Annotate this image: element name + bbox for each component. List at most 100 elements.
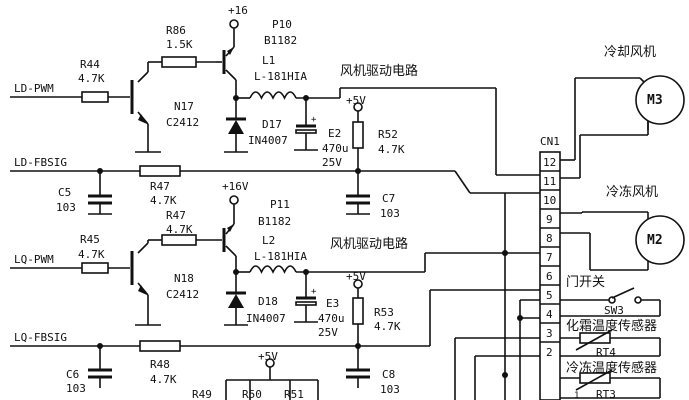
svg-text:CN1: CN1 [540, 135, 560, 148]
label-cooling-fan: 冷却风机 [604, 45, 656, 60]
wires [10, 28, 661, 400]
svg-text:+5V: +5V [346, 94, 366, 107]
transistor-p11: P11 B1182 [222, 198, 291, 252]
label-door-switch: 门开关 [566, 275, 605, 290]
connector-pin-7: 7 [546, 251, 553, 264]
svg-text:103: 103 [380, 207, 400, 220]
svg-text:N17: N17 [174, 100, 194, 113]
svg-text:D18: D18 [258, 295, 278, 308]
svg-text:4.7K: 4.7K [166, 223, 193, 236]
resistor-r47-top: R47 4.7K [139, 165, 181, 207]
svg-text:R48: R48 [150, 358, 170, 371]
svg-text:R53: R53 [374, 306, 394, 319]
capacitor-e2: + E2 470u 25V [295, 115, 349, 169]
svg-text:M3: M3 [647, 93, 663, 108]
svg-text:4.7K: 4.7K [150, 194, 177, 207]
svg-text:IN4007: IN4007 [246, 312, 286, 325]
connector-pin-4: 4 [546, 308, 553, 321]
connector-pin-6: 6 [546, 270, 553, 283]
svg-text:L1: L1 [262, 54, 275, 67]
svg-text:4.7K: 4.7K [374, 320, 401, 333]
transistor-p10: P10 B1182 [222, 18, 297, 74]
svg-text:4.7K: 4.7K [150, 373, 177, 386]
resistor-r44: R44 4.7K [78, 58, 109, 103]
transistor-n18: N18 C2412 [130, 251, 199, 301]
svg-text:M2: M2 [647, 233, 663, 248]
svg-text:+16: +16 [228, 4, 248, 17]
svg-text:D17: D17 [262, 118, 282, 131]
svg-text:+: + [311, 287, 317, 297]
resistor-r48: R48 4.7K [139, 340, 181, 386]
svg-text:C5: C5 [58, 186, 71, 199]
resistor-r86: R86 1.5K [161, 24, 197, 68]
capacitor-e3: + E3 470u 25V [295, 287, 345, 339]
diode-d17: D17 IN4007 [226, 117, 288, 147]
svg-text:E2: E2 [328, 127, 341, 140]
capacitor-c7: C7 103 [346, 192, 400, 220]
svg-text:25V: 25V [318, 326, 338, 339]
svg-text:+5V: +5V [258, 350, 278, 363]
thermistor-rt3: 冷冻温度传感器 RT3 [566, 360, 657, 400]
rail-plus5-top: +5V [346, 94, 366, 112]
svg-text:+: + [311, 115, 317, 125]
resistor-r49: R49 [192, 388, 212, 400]
svg-text:R45: R45 [80, 233, 100, 246]
connector-pin-12: 12 [543, 156, 556, 169]
resistor-r47-bottom: R47 4.7K [161, 209, 197, 246]
resistor-r52: R52 4.7K [352, 121, 405, 156]
svg-text:25V: 25V [322, 156, 342, 169]
connector-pin-2: 2 [546, 346, 553, 359]
svg-text:R52: R52 [378, 128, 398, 141]
svg-text:470u: 470u [322, 142, 349, 155]
junction-dots [97, 95, 523, 378]
svg-text:R49: R49 [192, 388, 212, 400]
transistor-n17: N17 C2412 [130, 80, 199, 129]
rail-plus5-bottom: +5V [258, 350, 278, 368]
svg-text:C2412: C2412 [166, 288, 199, 301]
svg-text:SW3: SW3 [604, 304, 624, 317]
signal-ld-pwm: LD-PWM [14, 82, 54, 95]
svg-text:R47: R47 [150, 180, 170, 193]
svg-text:1.5K: 1.5K [166, 38, 193, 51]
connector-pin-9: 9 [546, 213, 553, 226]
svg-text:P10: P10 [272, 18, 292, 31]
svg-text:N18: N18 [174, 272, 194, 285]
svg-text:R47: R47 [166, 209, 186, 222]
svg-text:L2: L2 [262, 234, 275, 247]
capacitor-c8: C8 103 [346, 368, 400, 396]
svg-text:B1182: B1182 [258, 215, 291, 228]
rail-plus16-bottom: +16V [222, 180, 249, 205]
label-freezer-fan: 冷冻风机 [606, 184, 658, 200]
svg-text:IN4007: IN4007 [248, 134, 288, 147]
thermistor-rt4: 化霜温度传感器 RT4 [566, 318, 657, 359]
inductor-l1: L1 L-181HIA [249, 54, 307, 100]
pin-note: 1 [574, 391, 579, 400]
connector-pin-8: 8 [546, 232, 553, 245]
svg-text:C2412: C2412 [166, 116, 199, 129]
svg-text:R50: R50 [242, 388, 262, 400]
svg-text:E3: E3 [326, 297, 339, 310]
svg-text:R44: R44 [80, 58, 100, 71]
svg-text:B1182: B1182 [264, 34, 297, 47]
label-fan-drive-1: 风机驱动电路 [340, 63, 418, 79]
resistor-r51: R51 [284, 388, 304, 400]
svg-text:C8: C8 [382, 368, 395, 381]
door-switch-sw3: 门开关 SW3 [566, 275, 642, 317]
svg-text:+16V: +16V [222, 180, 249, 193]
resistor-r45: R45 4.7K [78, 233, 109, 274]
motor-m3: M3 [635, 75, 685, 125]
svg-text:103: 103 [380, 383, 400, 396]
svg-text:4.7K: 4.7K [78, 72, 105, 85]
label-fan-drive-2: 风机驱动电路 [330, 236, 408, 252]
connector-pin-11: 11 [543, 175, 556, 188]
svg-text:C6: C6 [66, 368, 79, 381]
signal-lq-pwm: LQ-PWM [14, 253, 54, 266]
signal-lq-fbsig: LQ-FBSIG [14, 331, 67, 344]
svg-text:103: 103 [66, 382, 86, 395]
label-defrost-sensor: 化霜温度传感器 [566, 318, 657, 334]
svg-text:RT3: RT3 [596, 388, 616, 400]
signal-ld-fbsig: LD-FBSIG [14, 156, 67, 169]
svg-text:4.7K: 4.7K [78, 248, 105, 261]
connector-pin-3: 3 [546, 327, 553, 340]
